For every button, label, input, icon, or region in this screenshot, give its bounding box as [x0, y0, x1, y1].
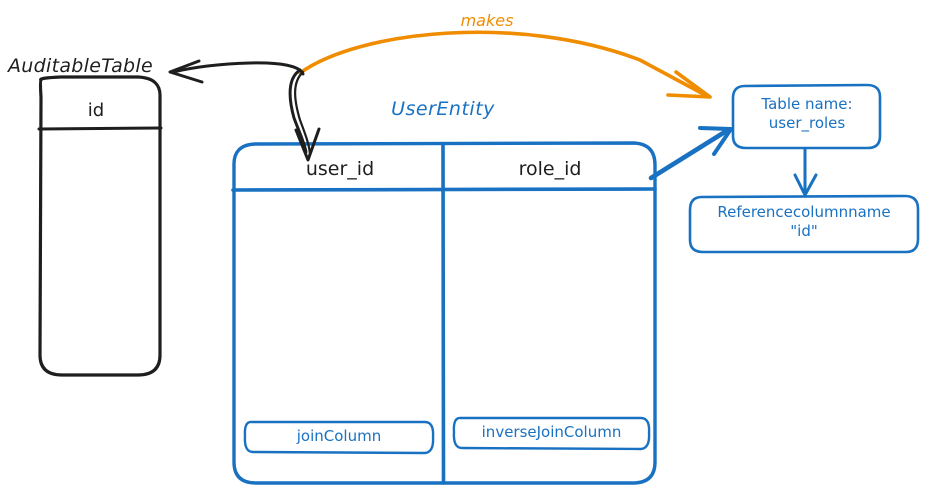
reference-column-box [688, 194, 920, 254]
user-entity-to-table-name-arrow [648, 126, 733, 181]
inverse-join-column-box [452, 416, 651, 451]
auditable-table-arrow [168, 59, 305, 84]
makes-arrow [298, 30, 712, 99]
join-column-box [243, 420, 435, 455]
user-id-arrow [288, 68, 321, 162]
auditable-table-box [37, 75, 163, 377]
table-name-box [731, 83, 882, 150]
user-entity-box [231, 141, 657, 485]
user-entity-column-divider [441, 142, 446, 485]
table-name-to-reference-arrow [793, 147, 818, 197]
